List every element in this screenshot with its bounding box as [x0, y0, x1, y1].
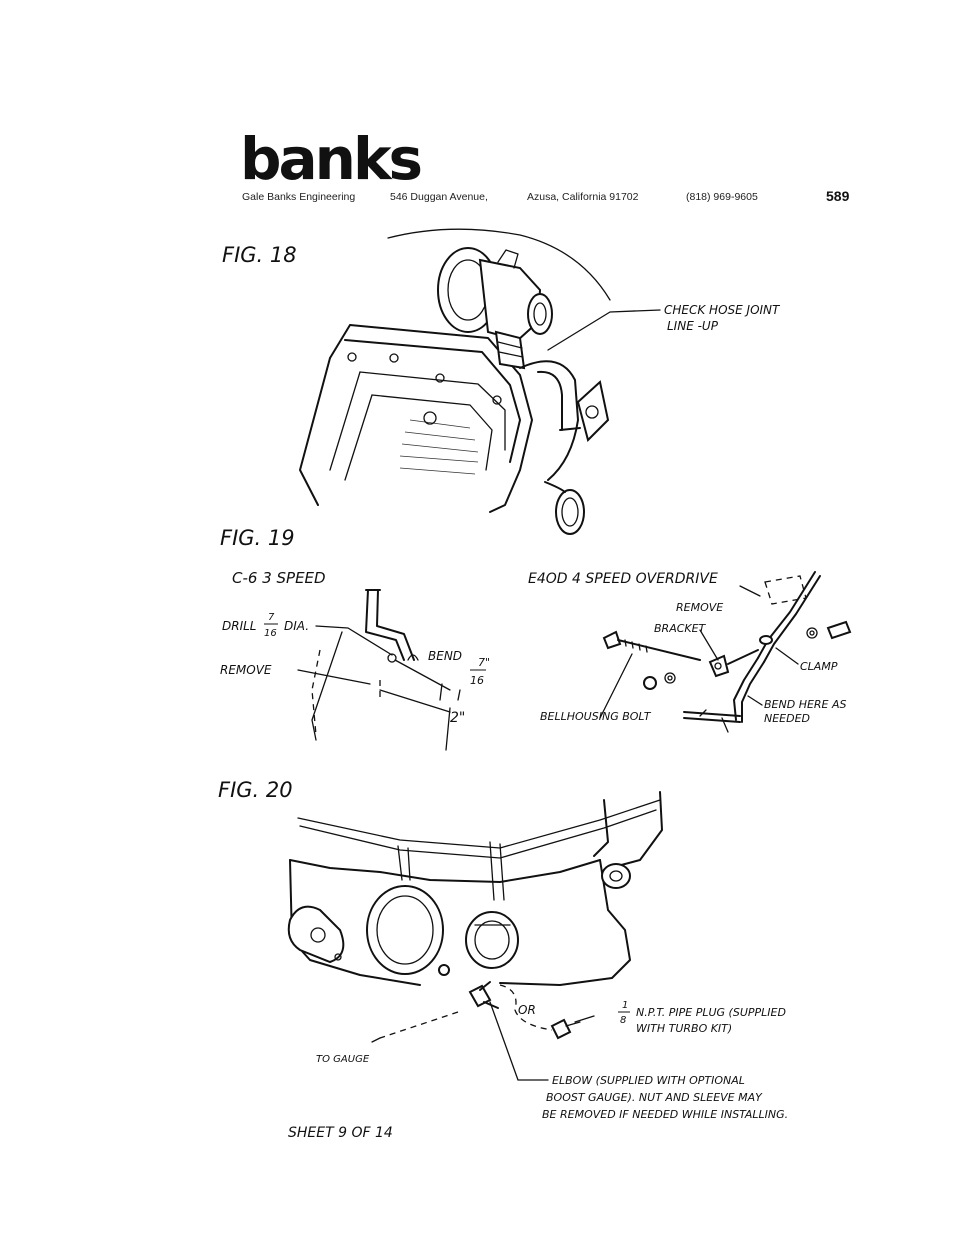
c6-line-drawing	[297, 589, 461, 751]
sheet-label: SHEET 9 OF 14	[288, 1125, 393, 1141]
fig18-callout-line2: LINE -UP	[667, 319, 719, 333]
bend-fraction-num: 7"	[478, 656, 490, 669]
e4od-line-drawing	[599, 571, 852, 733]
company-name: Gale Banks Engineering	[242, 191, 356, 203]
plug-line2: WITH TURBO KIT)	[636, 1022, 732, 1035]
elbow-line3: BE REMOVED IF NEEDED WHILE INSTALLING.	[542, 1108, 788, 1121]
street-address: 546 Duggan Avenue,	[390, 191, 488, 203]
remove-bracket-line2: BRACKET	[654, 622, 707, 635]
bend-here-line2: NEEDED	[764, 712, 810, 725]
drill-fraction-num: 7	[268, 612, 275, 623]
dimension-2in: 2"	[450, 710, 465, 726]
fig18-title: FIG. 18	[222, 243, 297, 267]
fig18-group: FIG. 18	[222, 228, 781, 535]
elbow-line2: BOOST GAUGE). NUT AND SLEEVE MAY	[546, 1091, 763, 1104]
banks-logo: banks	[240, 125, 423, 193]
fig19-left-title: C-6 3 SPEED	[232, 569, 326, 587]
to-gauge-label: TO GAUGE	[316, 1054, 370, 1065]
plug-line1: N.P.T. PIPE PLUG (SUPPLIED	[636, 1006, 786, 1019]
clamp-label: CLAMP	[800, 660, 838, 673]
or-label: OR	[518, 1003, 536, 1017]
phone-number: (818) 969-9605	[686, 191, 758, 203]
fig19-title: FIG. 19	[220, 526, 295, 550]
bellhousing-bolt-label: BELLHOUSING BOLT	[540, 710, 652, 723]
city-address: Azusa, California 91702	[527, 191, 639, 203]
plug-fraction-den: 8	[620, 1015, 626, 1026]
fig20-group: FIG. 20	[218, 778, 788, 1121]
c6-remove-label: REMOVE	[220, 663, 272, 677]
drill-fraction-den: 16	[264, 628, 277, 639]
plug-fraction-num: 1	[622, 1000, 628, 1011]
fig18-turbo-drawing	[299, 228, 661, 535]
fig19-right-title: E4OD 4 SPEED OVERDRIVE	[528, 571, 718, 587]
drill-label: DRILL	[222, 619, 257, 633]
fig20-title: FIG. 20	[218, 778, 293, 802]
transmission-housing-drawing	[287, 791, 663, 1081]
bend-fraction-den: 16	[470, 674, 484, 687]
elbow-line1: ELBOW (SUPPLIED WITH OPTIONAL	[552, 1074, 745, 1087]
fig18-callout-line1: CHECK HOSE JOINT	[664, 303, 781, 317]
bend-label: BEND	[428, 649, 462, 663]
drill-suffix: DIA.	[284, 619, 309, 633]
page-number: 589	[826, 188, 850, 204]
bend-here-line1: BEND HERE AS	[764, 698, 847, 711]
remove-bracket-line1: REMOVE	[676, 601, 723, 614]
fig19-group: FIG. 19 C-6 3 SPEED E4OD 4 SPEED OVERDRI…	[220, 526, 852, 751]
